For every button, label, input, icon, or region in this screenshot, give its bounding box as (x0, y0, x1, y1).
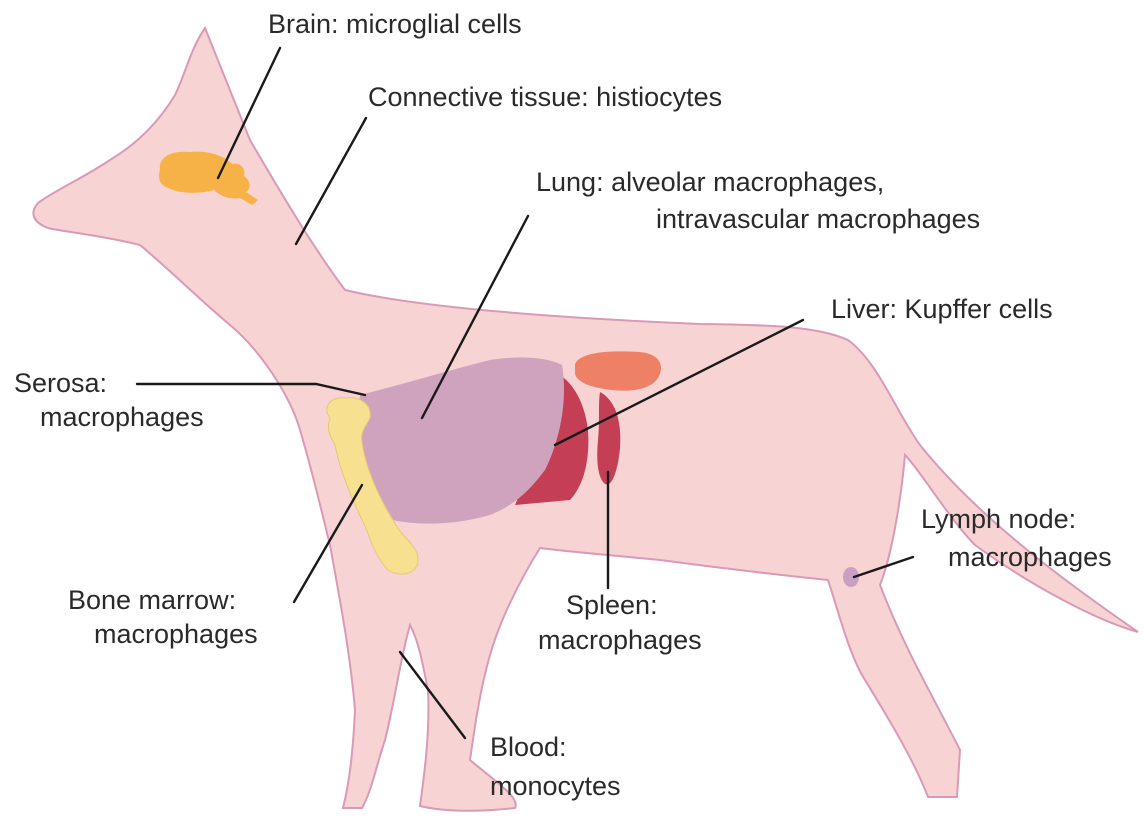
serosa-label-line1: Serosa: (14, 368, 107, 398)
lung-label-line1: Lung: alveolar macrophages, (536, 167, 884, 197)
lung-label-line2: intravascular macrophages (656, 204, 980, 234)
lymph-node-label-line2: macrophages (948, 542, 1112, 572)
liver-label: Liver: Kupffer cells (831, 294, 1053, 324)
serosa-label-line2: macrophages (40, 402, 204, 432)
connective-tissue-label: Connective tissue: histiocytes (368, 82, 722, 112)
blood-label-line2: monocytes (490, 771, 621, 801)
bone-marrow-label-line1: Bone marrow: (68, 585, 236, 615)
blood-label-line1: Blood: (490, 732, 567, 762)
spleen-label-line1: Spleen: (566, 590, 658, 620)
connective-tissue-leader-line (296, 118, 366, 244)
abdominal-organ-orange (575, 351, 661, 390)
bone-marrow-label-line2: macrophages (94, 619, 258, 649)
lymph-node-label-line1: Lymph node: (921, 504, 1076, 534)
brain-label: Brain: microglial cells (268, 9, 522, 39)
spleen-label-line2: macrophages (538, 625, 702, 655)
